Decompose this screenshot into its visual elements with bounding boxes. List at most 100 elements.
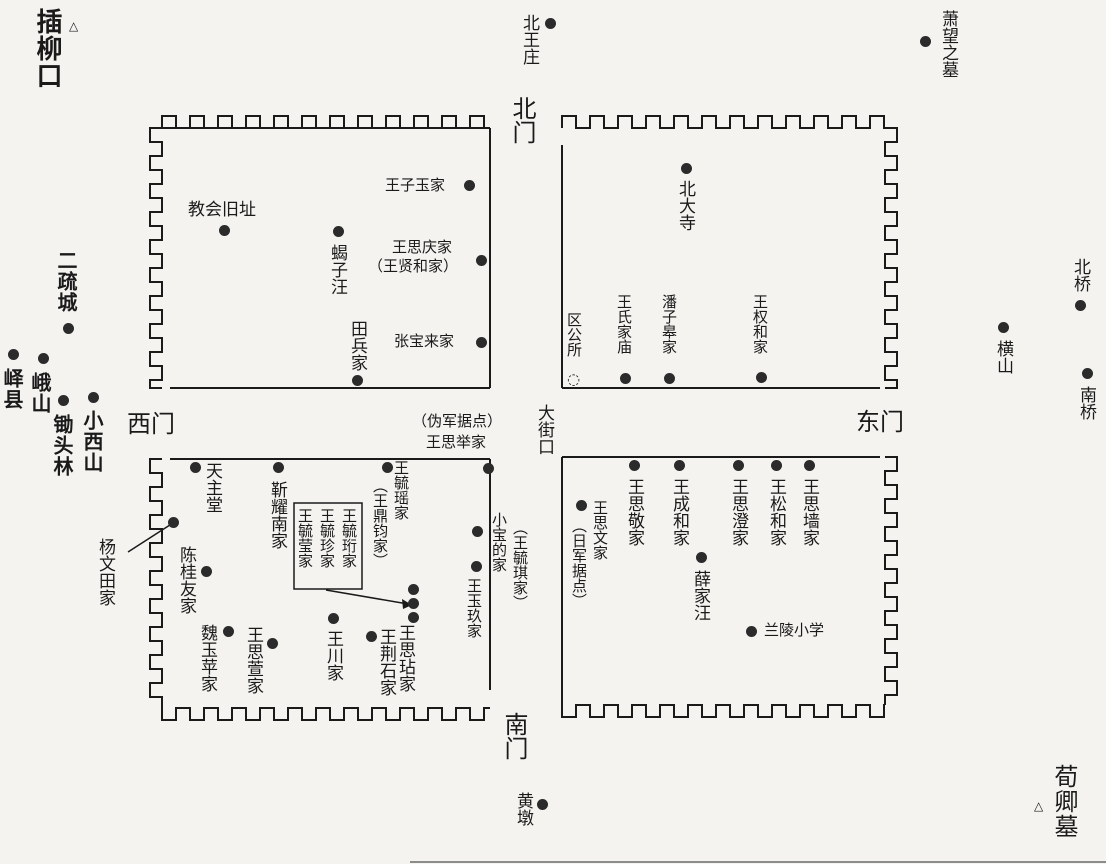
- circle-icon: ◌: [567, 370, 581, 388]
- dot-icon: [619, 372, 631, 384]
- dot-icon: [62, 322, 74, 334]
- xiaobaode-label: 小宝的家: [490, 512, 508, 572]
- dot-icon: [803, 459, 815, 471]
- box-col2-label: 王毓珍家: [318, 508, 336, 568]
- wangsizhan-label: 王思玷家: [395, 624, 415, 692]
- arrow-line: [325, 589, 409, 605]
- weiyuping-label: 魏玉苹家: [197, 624, 217, 692]
- triangle-icon: △: [1034, 799, 1044, 813]
- dot-icon: [1074, 299, 1086, 311]
- wangyuqi-label: （王毓琪家）: [511, 520, 529, 610]
- dot-icon: [575, 499, 587, 511]
- beiqiao-label: 北桥: [1070, 258, 1090, 292]
- xiaoxishan-label: 小西山: [80, 410, 104, 473]
- dot-icon: [732, 459, 744, 471]
- box-col1-label: 王毓莹家: [296, 508, 314, 568]
- dot-icon: [673, 459, 685, 471]
- west-gate-label: 西门: [127, 410, 175, 438]
- beiwangzhuang-label: 北王庄: [519, 14, 539, 65]
- wangjingshi-label: 王荆石家: [376, 628, 396, 696]
- wangsonghe-label: 王松和家: [766, 478, 786, 546]
- dot-icon: [919, 35, 931, 47]
- family-box: [293, 502, 363, 590]
- jinyaonan-label: 靳耀南家: [267, 481, 287, 549]
- wangsiju-label: 王思举家: [426, 433, 487, 451]
- dot-icon: [87, 391, 99, 403]
- dot-icon: [680, 162, 692, 174]
- leader-line-yangwentian: [127, 522, 174, 553]
- wangsiqing-label: 王思庆家: [392, 238, 453, 256]
- wangxianhe-label: （王贤和家）: [368, 257, 459, 275]
- dajiekou-label: 大街口: [534, 404, 554, 455]
- chenguiyou-label: 陈桂友家: [176, 546, 196, 614]
- zhangbaolai-label: 张宝来家: [394, 332, 455, 350]
- yangwentian-label: 杨文田家: [95, 538, 115, 606]
- xunqingmu-label: 荀卿墓: [1050, 764, 1078, 839]
- triangle-icon: △: [69, 19, 79, 33]
- eshan-label: 峨山: [28, 372, 52, 414]
- dot-icon: [695, 551, 707, 563]
- south-gate-label: 南门: [500, 712, 528, 760]
- wangsijing-label: 王思敬家: [624, 478, 644, 546]
- wangchuan-label: 王川家: [323, 630, 343, 681]
- yixian-label: 峄县: [0, 368, 24, 410]
- wangyujiu-label: 王玉玖家: [465, 578, 483, 638]
- qugongsuo-label: 区公所: [565, 312, 583, 357]
- dot-icon: [266, 637, 278, 649]
- dot-icon: [471, 525, 483, 537]
- dot-icon: [1081, 367, 1093, 379]
- wangziyu-label: 王子玉家: [385, 176, 446, 194]
- wangyuyao-label: 王毓瑶家: [392, 460, 410, 520]
- wangsicheng-label: 王思澄家: [728, 478, 748, 546]
- box-col3-label: 王毓珩家: [340, 508, 358, 568]
- dot-icon: [470, 560, 482, 572]
- rijundian-label: （日军据点）: [570, 518, 588, 608]
- chutoulin-label: 锄头林: [50, 414, 74, 477]
- xiezi-label: 蝎子汪: [327, 244, 347, 295]
- dot-icon: [189, 461, 201, 473]
- dot-icon: [167, 516, 179, 528]
- dot-icon: [272, 461, 284, 473]
- wangsiqiang-label: 王思墙家: [799, 478, 819, 546]
- dot-icon: [544, 17, 556, 29]
- wangshijiamiao-label: 王氏家庙: [615, 294, 633, 354]
- dot-icon: [407, 583, 419, 595]
- dot-icon: [745, 625, 757, 637]
- dot-icon: [770, 459, 782, 471]
- wangdingjun-label: （王鼎钧家）: [371, 478, 389, 568]
- tianbing-label: 田兵家: [347, 320, 367, 371]
- wall-nw: [149, 115, 490, 389]
- dot-icon: [475, 336, 487, 348]
- xiaowangzhimu-label: 萧望之墓: [938, 10, 958, 78]
- wangquanhe-label: 王权和家: [751, 294, 769, 354]
- dot-icon: [482, 462, 494, 474]
- dot-icon: [997, 321, 1009, 333]
- dot-icon: [755, 371, 767, 383]
- dot-icon: [381, 461, 393, 473]
- jiaohui-label: 教会旧址: [188, 200, 256, 220]
- dot-icon: [628, 459, 640, 471]
- dot-icon: [663, 372, 675, 384]
- dot-icon: [218, 224, 230, 236]
- dot-icon: [200, 565, 212, 577]
- xuejiawang-label: 薛家汪: [690, 570, 710, 621]
- panzigao-label: 潘子皋家: [660, 294, 678, 354]
- wall-ne: [561, 115, 898, 389]
- east-gate-label: 东门: [856, 408, 904, 436]
- hengshan-label: 横山: [993, 340, 1013, 374]
- lanlingxiaoxue-label: 兰陵小学: [764, 621, 825, 639]
- weijundian-label: （伪军据点）: [412, 412, 503, 430]
- tianzhutang-label: 天主堂: [202, 462, 222, 513]
- north-gate-label: 北门: [508, 96, 536, 144]
- dot-icon: [475, 254, 487, 266]
- beidasi-label: 北大寺: [675, 180, 695, 231]
- dot-icon: [407, 611, 419, 623]
- wall-se: [561, 456, 898, 718]
- wangchenghe-label: 王成和家: [669, 478, 689, 546]
- dot-icon: [37, 352, 49, 364]
- huangdun-label: 黄墩: [513, 792, 533, 826]
- dot-icon: [327, 612, 339, 624]
- nanqiao-label: 南桥: [1076, 386, 1096, 420]
